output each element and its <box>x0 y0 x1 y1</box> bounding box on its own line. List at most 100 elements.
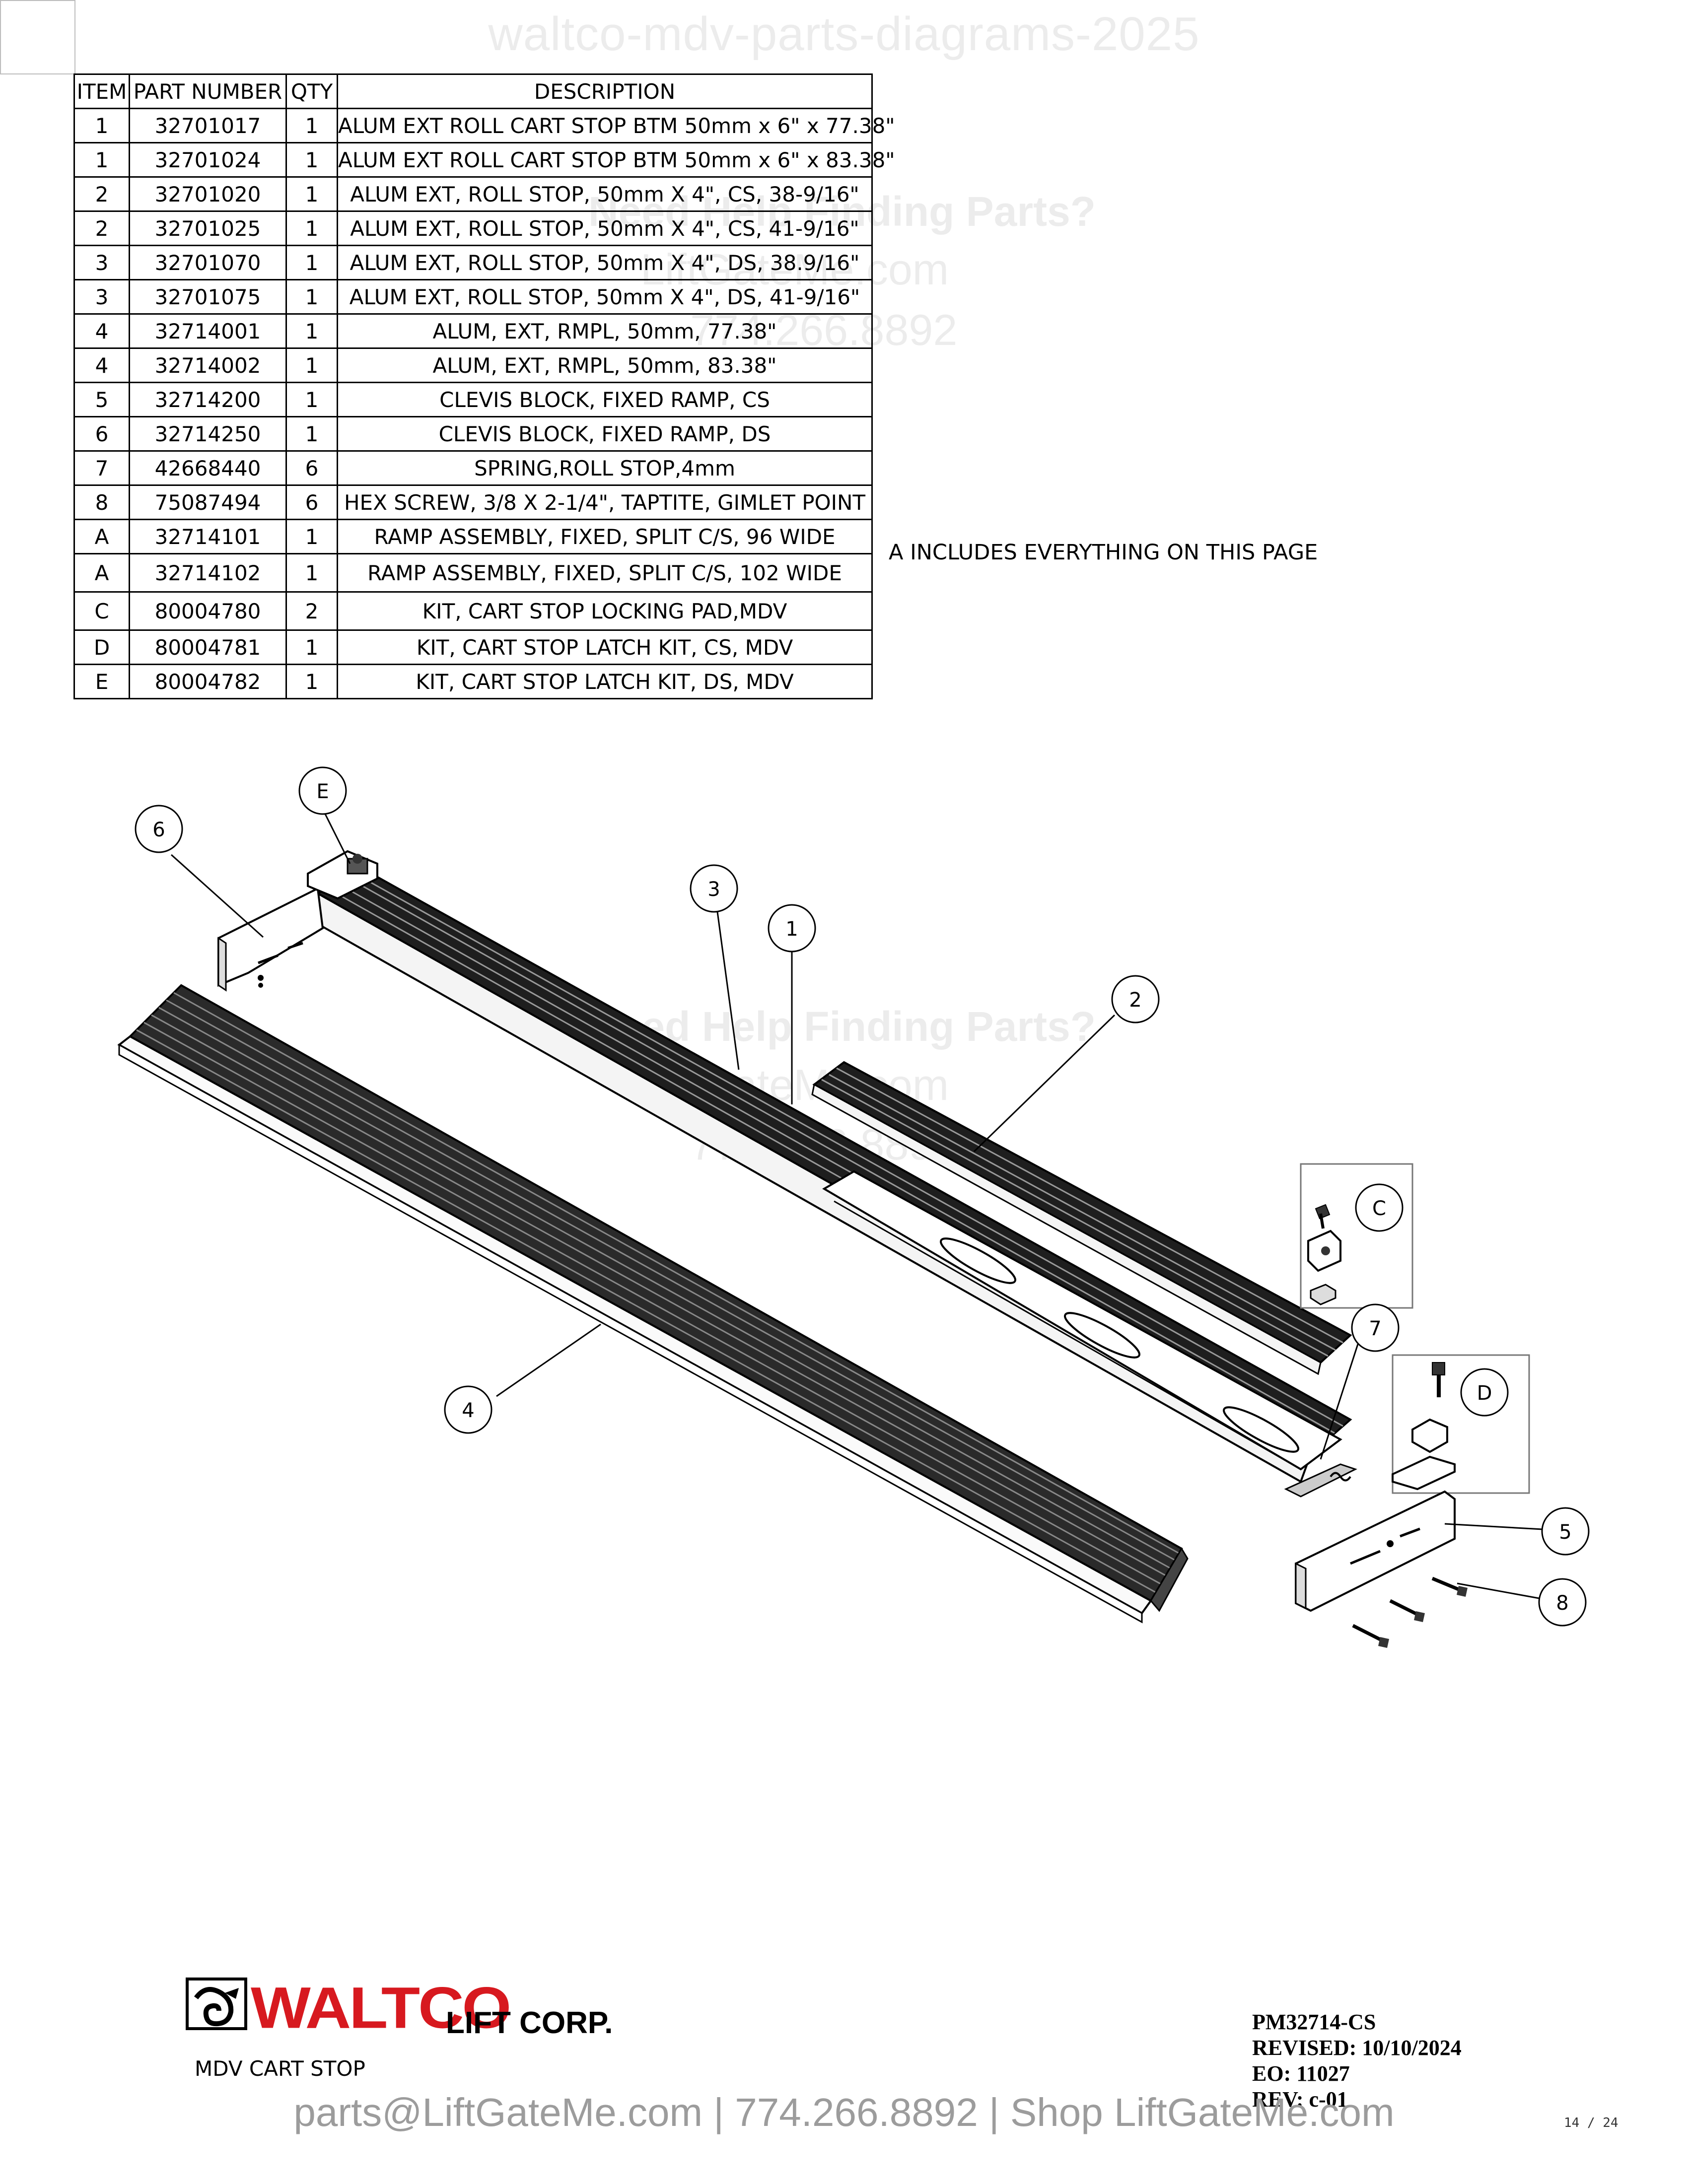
cell-qty: 1 <box>285 382 338 417</box>
leader-lines <box>170 814 1543 1599</box>
roll-stop-extrusion-parts-1-3 <box>306 867 1357 1498</box>
cell-item: 2 <box>73 176 130 212</box>
cell-item: E <box>73 664 130 699</box>
cell-qty: 1 <box>285 245 338 280</box>
callout-label-4: 4 <box>462 1399 474 1422</box>
document-title: waltco-mdv-parts-diagrams-2025 <box>488 7 1200 61</box>
cell-item: 3 <box>73 245 130 280</box>
cell-part-number: 75087494 <box>129 484 287 520</box>
leader-8 <box>1457 1582 1540 1599</box>
roll-stop-extrusion-part-2 <box>811 1061 1352 1375</box>
callout-balloon-4 <box>444 1385 492 1434</box>
cell-description: ALUM, EXT, RMPL, 50mm, 77.38" <box>337 313 873 349</box>
cell-description: SPRING,ROLL STOP,4mm <box>337 450 873 486</box>
callout-label-3: 3 <box>707 878 720 901</box>
footer-contact: parts@LiftGateMe.com | 774.266.8892 | Sh… <box>293 2090 1395 2134</box>
cell-qty: 2 <box>285 591 338 631</box>
cell-description: KIT, CART STOP LOCKING PAD,MDV <box>337 591 873 631</box>
cell-qty: 1 <box>285 519 338 554</box>
watermark-site: LiftGateMe.com <box>640 245 949 294</box>
cell-item: 1 <box>73 108 130 143</box>
cell-description: ALUM EXT, ROLL STOP, 50mm X 4", DS, 41-9… <box>337 279 873 315</box>
cell-part-number: 80004780 <box>129 591 287 631</box>
cell-qty: 1 <box>285 416 338 452</box>
cell-item: C <box>73 591 130 631</box>
callout-label-c: C <box>1372 1197 1386 1220</box>
col-header-part-number: PART NUMBER <box>129 73 287 109</box>
cell-qty: 6 <box>285 484 338 520</box>
cell-description: ALUM, EXT, RMPL, 50mm, 83.38" <box>337 347 873 383</box>
callout-label-2: 2 <box>1129 989 1141 1012</box>
cell-qty: 1 <box>285 313 338 349</box>
cell-qty: 6 <box>285 450 338 486</box>
hex-screws-part-8 <box>1352 1576 1468 1648</box>
leader-e <box>324 814 351 864</box>
springs-part-7 <box>1330 1472 1351 1482</box>
cell-part-number: 80004782 <box>129 664 287 699</box>
cell-item: 6 <box>73 416 130 452</box>
cell-item: 8 <box>73 484 130 520</box>
cell-part-number: 32701075 <box>129 279 287 315</box>
cell-item: D <box>73 629 130 665</box>
cell-qty: 1 <box>285 347 338 383</box>
callout-label-8: 8 <box>1556 1592 1568 1615</box>
waltco-logo-mark <box>186 1978 247 2032</box>
cell-item: A <box>73 553 130 593</box>
cell-part-number: 32701070 <box>129 245 287 280</box>
col-header-description: DESCRIPTION <box>337 73 873 109</box>
cell-part-number: 32714001 <box>129 313 287 349</box>
cell-description: KIT, CART STOP LATCH KIT, DS, MDV <box>337 664 873 699</box>
callout-balloon-8 <box>1538 1578 1587 1627</box>
table-header-row: ITEM PART NUMBER QTY DESCRIPTION <box>73 73 873 109</box>
cell-item: 1 <box>73 142 130 178</box>
assembly-note: A INCLUDES EVERYTHING ON THIS PAGE <box>889 540 1318 565</box>
cell-part-number: 32701024 <box>129 142 287 178</box>
cell-part-number: 42668440 <box>129 450 287 486</box>
cell-part-number: 80004781 <box>129 629 287 665</box>
latch-kit-d <box>1392 1354 1530 1494</box>
watermark-phone: 774.266.8892 <box>690 305 958 354</box>
cell-item: 3 <box>73 279 130 315</box>
cell-item: 5 <box>73 382 130 417</box>
latch-kit-e <box>307 850 378 900</box>
callout-balloon-2 <box>1111 975 1160 1024</box>
leader-6 <box>170 854 264 938</box>
drawing-part-number: PM32714-CS <box>1252 2010 1376 2034</box>
col-header-item: ITEM <box>73 73 130 109</box>
callout-balloon-c <box>1355 1183 1404 1232</box>
cell-part-number: 32714250 <box>129 416 287 452</box>
callout-label-5: 5 <box>1559 1521 1571 1544</box>
cell-description: CLEVIS BLOCK, FIXED RAMP, CS <box>337 382 873 417</box>
locking-pad-kit-c <box>1300 1163 1413 1309</box>
cell-description: HEX SCREW, 3/8 X 2-1/4", TAPTITE, GIMLET… <box>337 484 873 520</box>
cell-description: ALUM EXT, ROLL STOP, 50mm X 4", DS, 38.9… <box>337 245 873 280</box>
cell-qty: 1 <box>285 142 338 178</box>
watermark-help-text: Need Help Finding Parts? <box>588 188 1096 235</box>
clevis-block-part-5 <box>1295 1490 1456 1612</box>
callout-label-6: 6 <box>152 819 165 841</box>
cell-qty: 1 <box>285 664 338 699</box>
cell-item: 2 <box>73 210 130 246</box>
leader-4 <box>496 1323 601 1397</box>
cell-description: RAMP ASSEMBLY, FIXED, SPLIT C/S, 102 WID… <box>337 553 873 593</box>
ramp-plate-part-4 <box>117 984 1189 1624</box>
callout-balloon-d <box>1460 1368 1509 1417</box>
callout-balloon-3 <box>690 864 738 913</box>
exploded-assembly-drawing: E 6 3 1 2 C 7 D 4 5 8 <box>117 766 1590 1648</box>
leader-5 <box>1444 1523 1543 1530</box>
leader-2 <box>973 1014 1116 1153</box>
cell-description: ALUM EXT ROLL CART STOP BTM 50mm x 6" x … <box>337 142 895 178</box>
